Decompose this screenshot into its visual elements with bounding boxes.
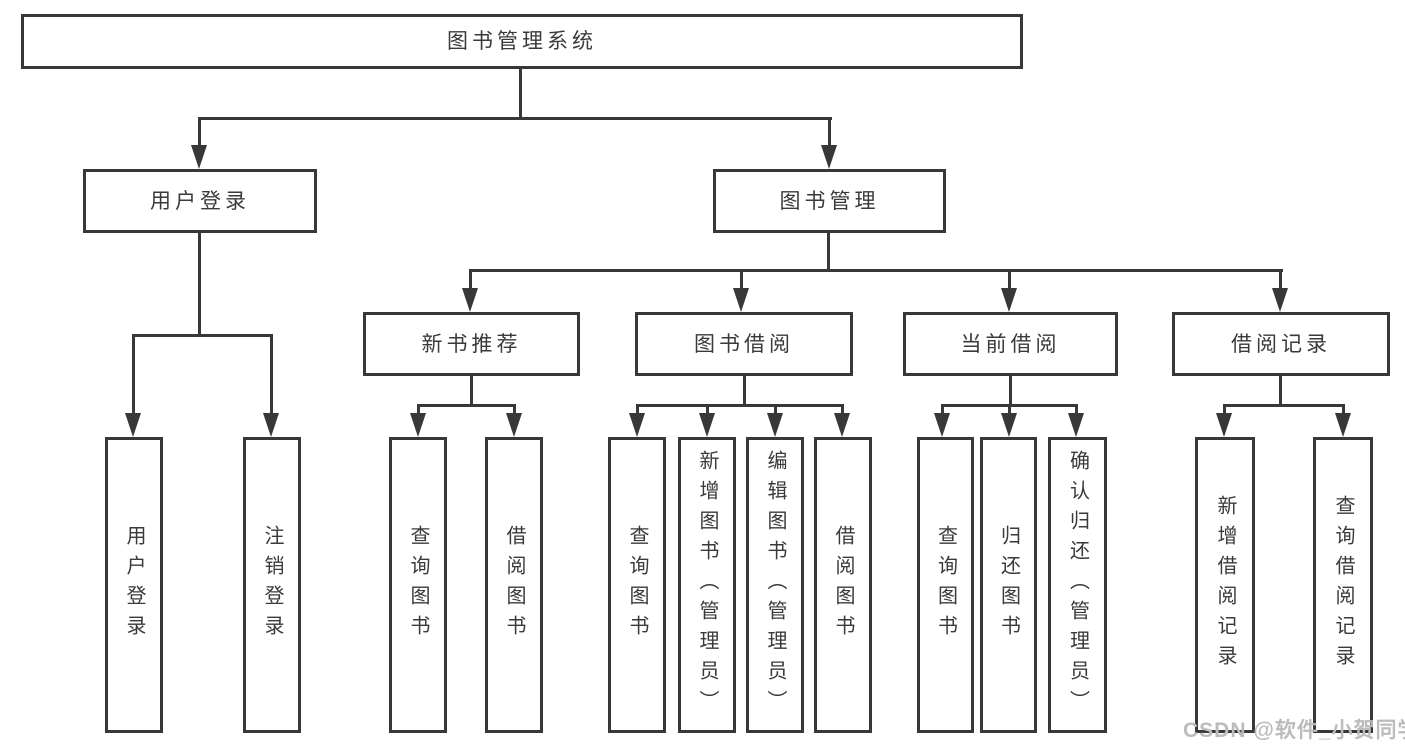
node-borrowing-records: 借阅记录 — [1172, 312, 1390, 376]
connector-line — [827, 231, 830, 272]
leaf-query-borrow-record: 查询借阅记录 — [1313, 437, 1373, 733]
connector-line — [636, 406, 639, 415]
leaf-query-books-current: 查询图书 — [917, 437, 974, 733]
arrow-down-icon — [1001, 288, 1017, 312]
arrow-down-icon — [125, 413, 141, 437]
arrow-down-icon — [263, 413, 279, 437]
connector-line — [132, 334, 273, 337]
connector-line — [743, 375, 746, 407]
arrow-down-icon — [410, 413, 426, 437]
node-label: 借阅记录 — [1231, 332, 1331, 356]
node-label: 新增图书（管理员） — [696, 450, 718, 720]
connector-line — [513, 406, 516, 415]
connector-line — [1279, 375, 1282, 407]
node-label: 归还图书 — [997, 525, 1020, 645]
connector-line — [470, 375, 473, 407]
connector-line — [941, 404, 1078, 407]
connector-line — [1279, 271, 1282, 290]
node-label: 图书管理系统 — [447, 30, 597, 53]
arrow-down-icon — [191, 145, 207, 169]
arrow-down-icon — [767, 413, 783, 437]
arrow-down-icon — [1272, 288, 1288, 312]
node-label: 借阅图书 — [832, 525, 854, 645]
leaf-logout: 注销登录 — [243, 437, 301, 733]
node-label: 编辑图书（管理员） — [764, 450, 786, 720]
watermark-text: CSDN @软件_小贺同学 — [1183, 719, 1405, 742]
node-new-book-recommend: 新书推荐 — [363, 312, 580, 376]
leaf-add-book-admin: 新增图书（管理员） — [678, 437, 736, 733]
node-root: 图书管理系统 — [21, 14, 1023, 69]
connector-line — [417, 404, 516, 407]
node-current-borrowing: 当前借阅 — [903, 312, 1118, 376]
node-label: 图书借阅 — [694, 332, 794, 356]
connector-line — [198, 231, 201, 337]
arrow-down-icon — [699, 413, 715, 437]
connector-line — [1008, 271, 1011, 290]
arrow-down-icon — [1001, 413, 1017, 437]
connector-line — [1223, 406, 1226, 415]
leaf-confirm-return-admin: 确认归还（管理员） — [1048, 437, 1107, 733]
node-label: 新增借阅记录 — [1214, 495, 1236, 675]
connector-line — [740, 271, 743, 290]
connector-line — [469, 271, 472, 290]
arrow-down-icon — [934, 413, 950, 437]
leaf-query-books-recommend: 查询图书 — [389, 437, 447, 733]
arrow-down-icon — [733, 288, 749, 312]
leaf-user-login: 用户登录 — [105, 437, 163, 733]
node-label: 注销登录 — [261, 525, 283, 645]
connector-line — [636, 404, 844, 407]
connector-line — [132, 336, 135, 415]
arrow-down-icon — [629, 413, 645, 437]
leaf-edit-book-admin: 编辑图书（管理员） — [746, 437, 804, 733]
arrow-down-icon — [1335, 413, 1351, 437]
connector-line — [469, 269, 1283, 272]
node-book-management: 图书管理 — [713, 169, 946, 233]
node-label: 查询图书 — [407, 525, 429, 645]
connector-line — [1223, 404, 1345, 407]
leaf-borrow-books-borrowing: 借阅图书 — [814, 437, 872, 733]
arrow-down-icon — [1068, 413, 1084, 437]
arrow-down-icon — [834, 413, 850, 437]
connector-line — [1009, 375, 1012, 407]
connector-line — [706, 406, 709, 415]
node-label: 查询图书 — [934, 525, 957, 645]
connector-line — [1342, 406, 1345, 415]
node-label: 新书推荐 — [421, 332, 522, 356]
connector-line — [417, 406, 420, 415]
node-user-login: 用户登录 — [83, 169, 317, 233]
connector-line — [198, 117, 832, 120]
node-book-borrowing: 图书借阅 — [635, 312, 853, 376]
connector-line — [519, 67, 522, 119]
connector-line — [1008, 406, 1011, 415]
connector-line — [270, 336, 273, 415]
arrow-down-icon — [1216, 413, 1232, 437]
node-label: 借阅图书 — [503, 525, 525, 645]
connector-line — [941, 406, 944, 415]
connector-line — [841, 406, 844, 415]
node-label: 用户登录 — [123, 525, 145, 645]
node-label: 确认归还（管理员） — [1066, 450, 1089, 720]
leaf-query-books-borrowing: 查询图书 — [608, 437, 666, 733]
arrow-down-icon — [462, 288, 478, 312]
connector-line — [828, 119, 831, 149]
node-label: 当前借阅 — [960, 332, 1061, 356]
node-label: 查询图书 — [626, 525, 648, 645]
arrow-down-icon — [506, 413, 522, 437]
connector-line — [198, 119, 201, 149]
arrow-down-icon — [821, 145, 837, 169]
node-label: 查询借阅记录 — [1332, 495, 1354, 675]
connector-line — [774, 406, 777, 415]
connector-line — [1075, 406, 1078, 415]
node-label: 用户登录 — [150, 189, 250, 213]
leaf-borrow-books-recommend: 借阅图书 — [485, 437, 543, 733]
node-label: 图书管理 — [779, 189, 880, 213]
leaf-return-book: 归还图书 — [980, 437, 1037, 733]
leaf-add-borrow-record: 新增借阅记录 — [1195, 437, 1255, 733]
